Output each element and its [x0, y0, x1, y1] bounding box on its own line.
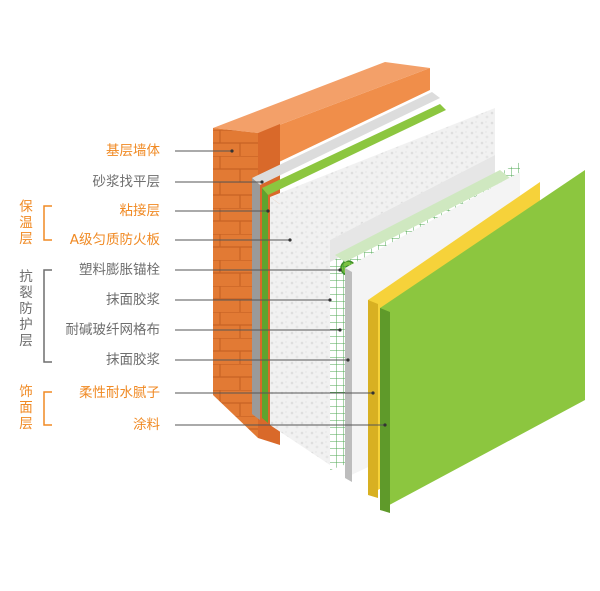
group-label-insulation: 保温层: [19, 199, 33, 247]
leader-dot: [338, 268, 342, 272]
layer-label-plaster-1: 抹面胶浆: [106, 292, 160, 308]
leader-dot: [328, 298, 332, 302]
group-label-anticrack: 抗裂防护层: [19, 269, 33, 349]
layer-label-adhesive: 粘接层: [119, 203, 161, 219]
leader-dot: [371, 391, 375, 395]
group-label-finish: 饰面层: [19, 384, 33, 432]
leader-dot: [288, 238, 292, 242]
leader-dot: [338, 328, 342, 332]
leader-dot: [260, 180, 264, 184]
leader-dot: [346, 358, 350, 362]
layer-label-paint: 涂料: [133, 417, 160, 433]
paint-layer: [380, 170, 585, 513]
group-bracket: [43, 205, 52, 241]
layer-label-mortar: 砂浆找平层: [92, 174, 161, 190]
leader-lines: [175, 149, 387, 427]
layer-label-fireproof-board: A级匀质防火板: [69, 232, 160, 248]
group-bracket: [43, 269, 52, 363]
layer-label-anchor: 塑料膨胀锚栓: [79, 262, 160, 278]
layer-label-putty: 柔性耐水腻子: [79, 385, 160, 401]
adhesive-layer: [262, 104, 446, 423]
leader-dot: [230, 149, 234, 153]
layer-label-mesh: 耐碱玻纤网格布: [65, 322, 161, 338]
layer-label-base-wall: 基层墙体: [106, 143, 160, 159]
leader-dot: [383, 423, 387, 427]
layer-label-plaster-2: 抹面胶浆: [106, 352, 160, 368]
fireproof-board-layer: [270, 108, 495, 465]
leader-dot: [266, 209, 270, 213]
group-bracket: [43, 391, 52, 426]
group-brackets: [43, 205, 52, 426]
